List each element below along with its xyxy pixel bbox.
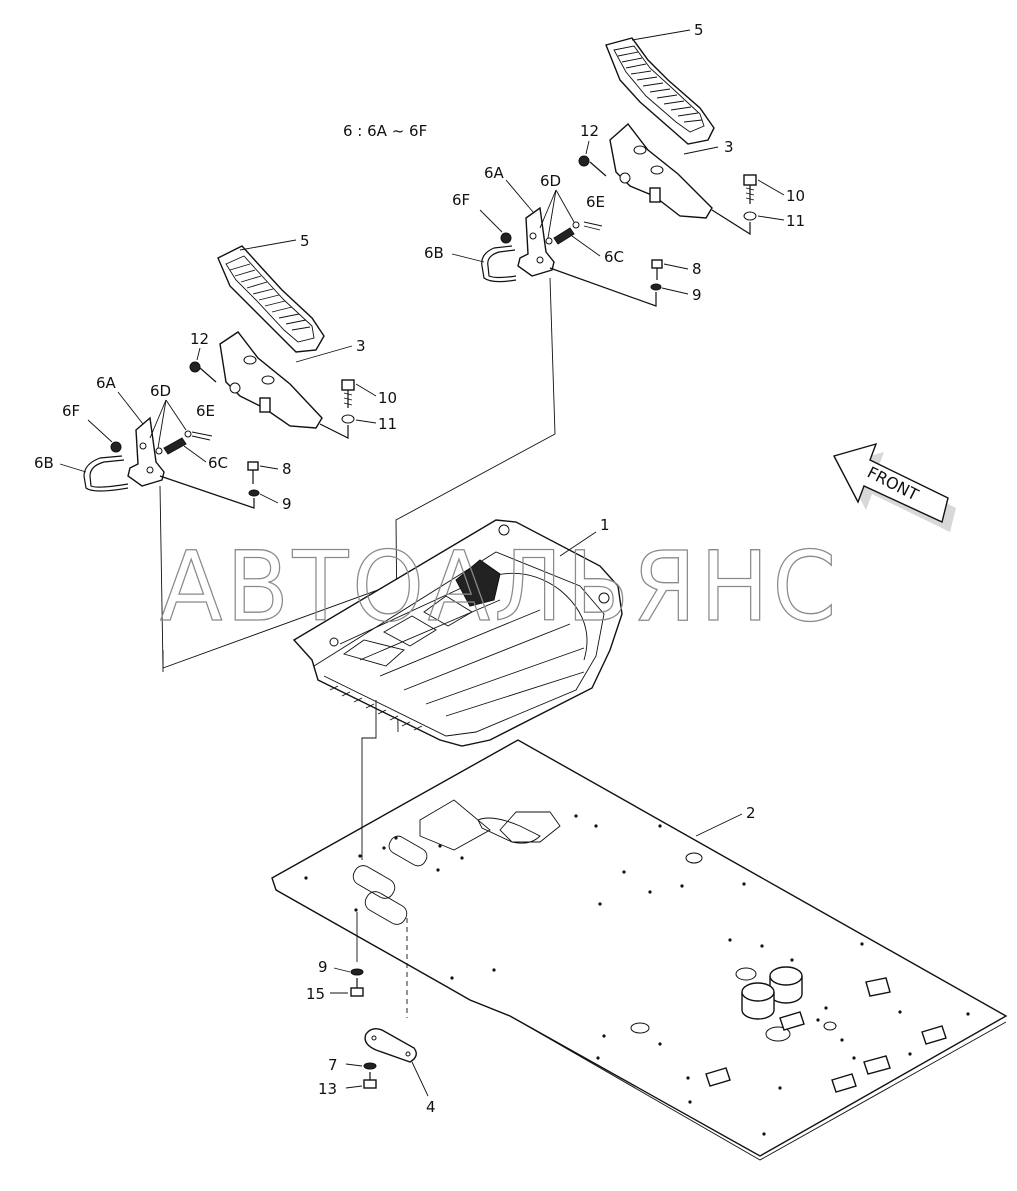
pin-6e-right bbox=[583, 221, 603, 231]
strap-plate-4 bbox=[364, 1027, 417, 1063]
callout-12-left: 12 bbox=[190, 330, 209, 348]
callout-11-left: 11 bbox=[378, 415, 397, 433]
callout-6a-left: 6A bbox=[96, 374, 117, 392]
pedal-assembly-left: 5 3 12 10 11 6A 6D 6E 6F 6B 6C 8 9 bbox=[34, 232, 401, 672]
callout-2: 2 bbox=[746, 804, 756, 822]
callout-6b-left: 6B bbox=[34, 454, 54, 472]
callout-6e-left: 6E bbox=[196, 402, 215, 420]
callout-3-right: 3 bbox=[724, 138, 734, 156]
washer-9-lower bbox=[350, 968, 364, 976]
washer-9-right bbox=[650, 283, 662, 291]
bolt-15 bbox=[350, 978, 364, 997]
callout-12-right: 12 bbox=[580, 122, 599, 140]
callout-6d-right: 6D bbox=[540, 172, 561, 190]
spring-6c-left bbox=[155, 437, 187, 455]
nut-6f-right bbox=[500, 232, 512, 244]
nut-12-right bbox=[578, 155, 590, 167]
bolt-10-right bbox=[743, 174, 757, 204]
callout-1: 1 bbox=[600, 516, 610, 534]
pedal-assembly-right: 5 3 12 10 11 6A 6D 6E 6F 6B 6C 8 9 bbox=[395, 21, 805, 733]
callout-9-left: 9 bbox=[282, 495, 292, 513]
callout-6c-right: 6C bbox=[604, 248, 624, 266]
bracket-6a-right bbox=[517, 206, 555, 277]
callout-6c-left: 6C bbox=[208, 454, 228, 472]
callout-5-right: 5 bbox=[694, 21, 704, 39]
bolt-8-left bbox=[247, 461, 259, 484]
callout-4: 4 bbox=[426, 1098, 436, 1116]
rod-6b-right bbox=[481, 245, 517, 283]
pedal-arm-right bbox=[609, 122, 713, 219]
callout-8-right: 8 bbox=[692, 260, 702, 278]
watermark: АВТОАЛЬЯНС bbox=[160, 531, 840, 643]
bolt-13 bbox=[363, 1072, 377, 1089]
front-arrow: FRONT bbox=[832, 442, 956, 532]
pedal-pad-left bbox=[217, 245, 325, 353]
nut-12-left bbox=[189, 361, 201, 373]
callout-6b-right: 6B bbox=[424, 244, 444, 262]
washer-11-left bbox=[341, 414, 355, 424]
callout-10-left: 10 bbox=[378, 389, 397, 407]
floor-plate: 2 bbox=[271, 739, 1008, 1161]
spring-6c-right bbox=[545, 227, 575, 245]
washer-7 bbox=[363, 1062, 377, 1070]
callout-10-right: 10 bbox=[786, 187, 805, 205]
callout-7: 7 bbox=[328, 1056, 338, 1074]
callout-6f-left: 6F bbox=[62, 402, 80, 420]
bolt-8-right bbox=[651, 259, 663, 280]
pedal-pad-right bbox=[605, 37, 715, 145]
callout-5-left: 5 bbox=[300, 232, 310, 250]
pedal-arm-left bbox=[219, 331, 323, 429]
callout-15: 15 bbox=[306, 985, 325, 1003]
bolt-10-left bbox=[341, 379, 355, 408]
callout-8-left: 8 bbox=[282, 460, 292, 478]
callout-9-right: 9 bbox=[692, 286, 702, 304]
bushing-6d-left bbox=[184, 430, 192, 438]
callout-13: 13 bbox=[318, 1080, 337, 1098]
callout-3-left: 3 bbox=[356, 337, 366, 355]
floor-mat: 1 bbox=[292, 516, 623, 747]
floor-plate-cylinders bbox=[741, 966, 803, 1020]
callout-11-right: 11 bbox=[786, 212, 805, 230]
nut-6f-left bbox=[110, 441, 122, 453]
bushing-6d-right bbox=[572, 221, 580, 229]
washer-9-left bbox=[248, 489, 260, 497]
pin-6e-left bbox=[191, 431, 213, 441]
rod-6b-left bbox=[83, 455, 129, 492]
bracket-6a-left bbox=[127, 416, 165, 487]
callout-6d-left: 6D bbox=[150, 382, 171, 400]
callout-6e-right: 6E bbox=[586, 193, 605, 211]
group-note: 6 : 6A ~ 6F bbox=[343, 122, 427, 140]
callout-6a-right: 6A bbox=[484, 164, 505, 182]
callout-9-lower: 9 bbox=[318, 958, 328, 976]
washer-11-right bbox=[743, 211, 757, 221]
callout-6f-right: 6F bbox=[452, 191, 470, 209]
